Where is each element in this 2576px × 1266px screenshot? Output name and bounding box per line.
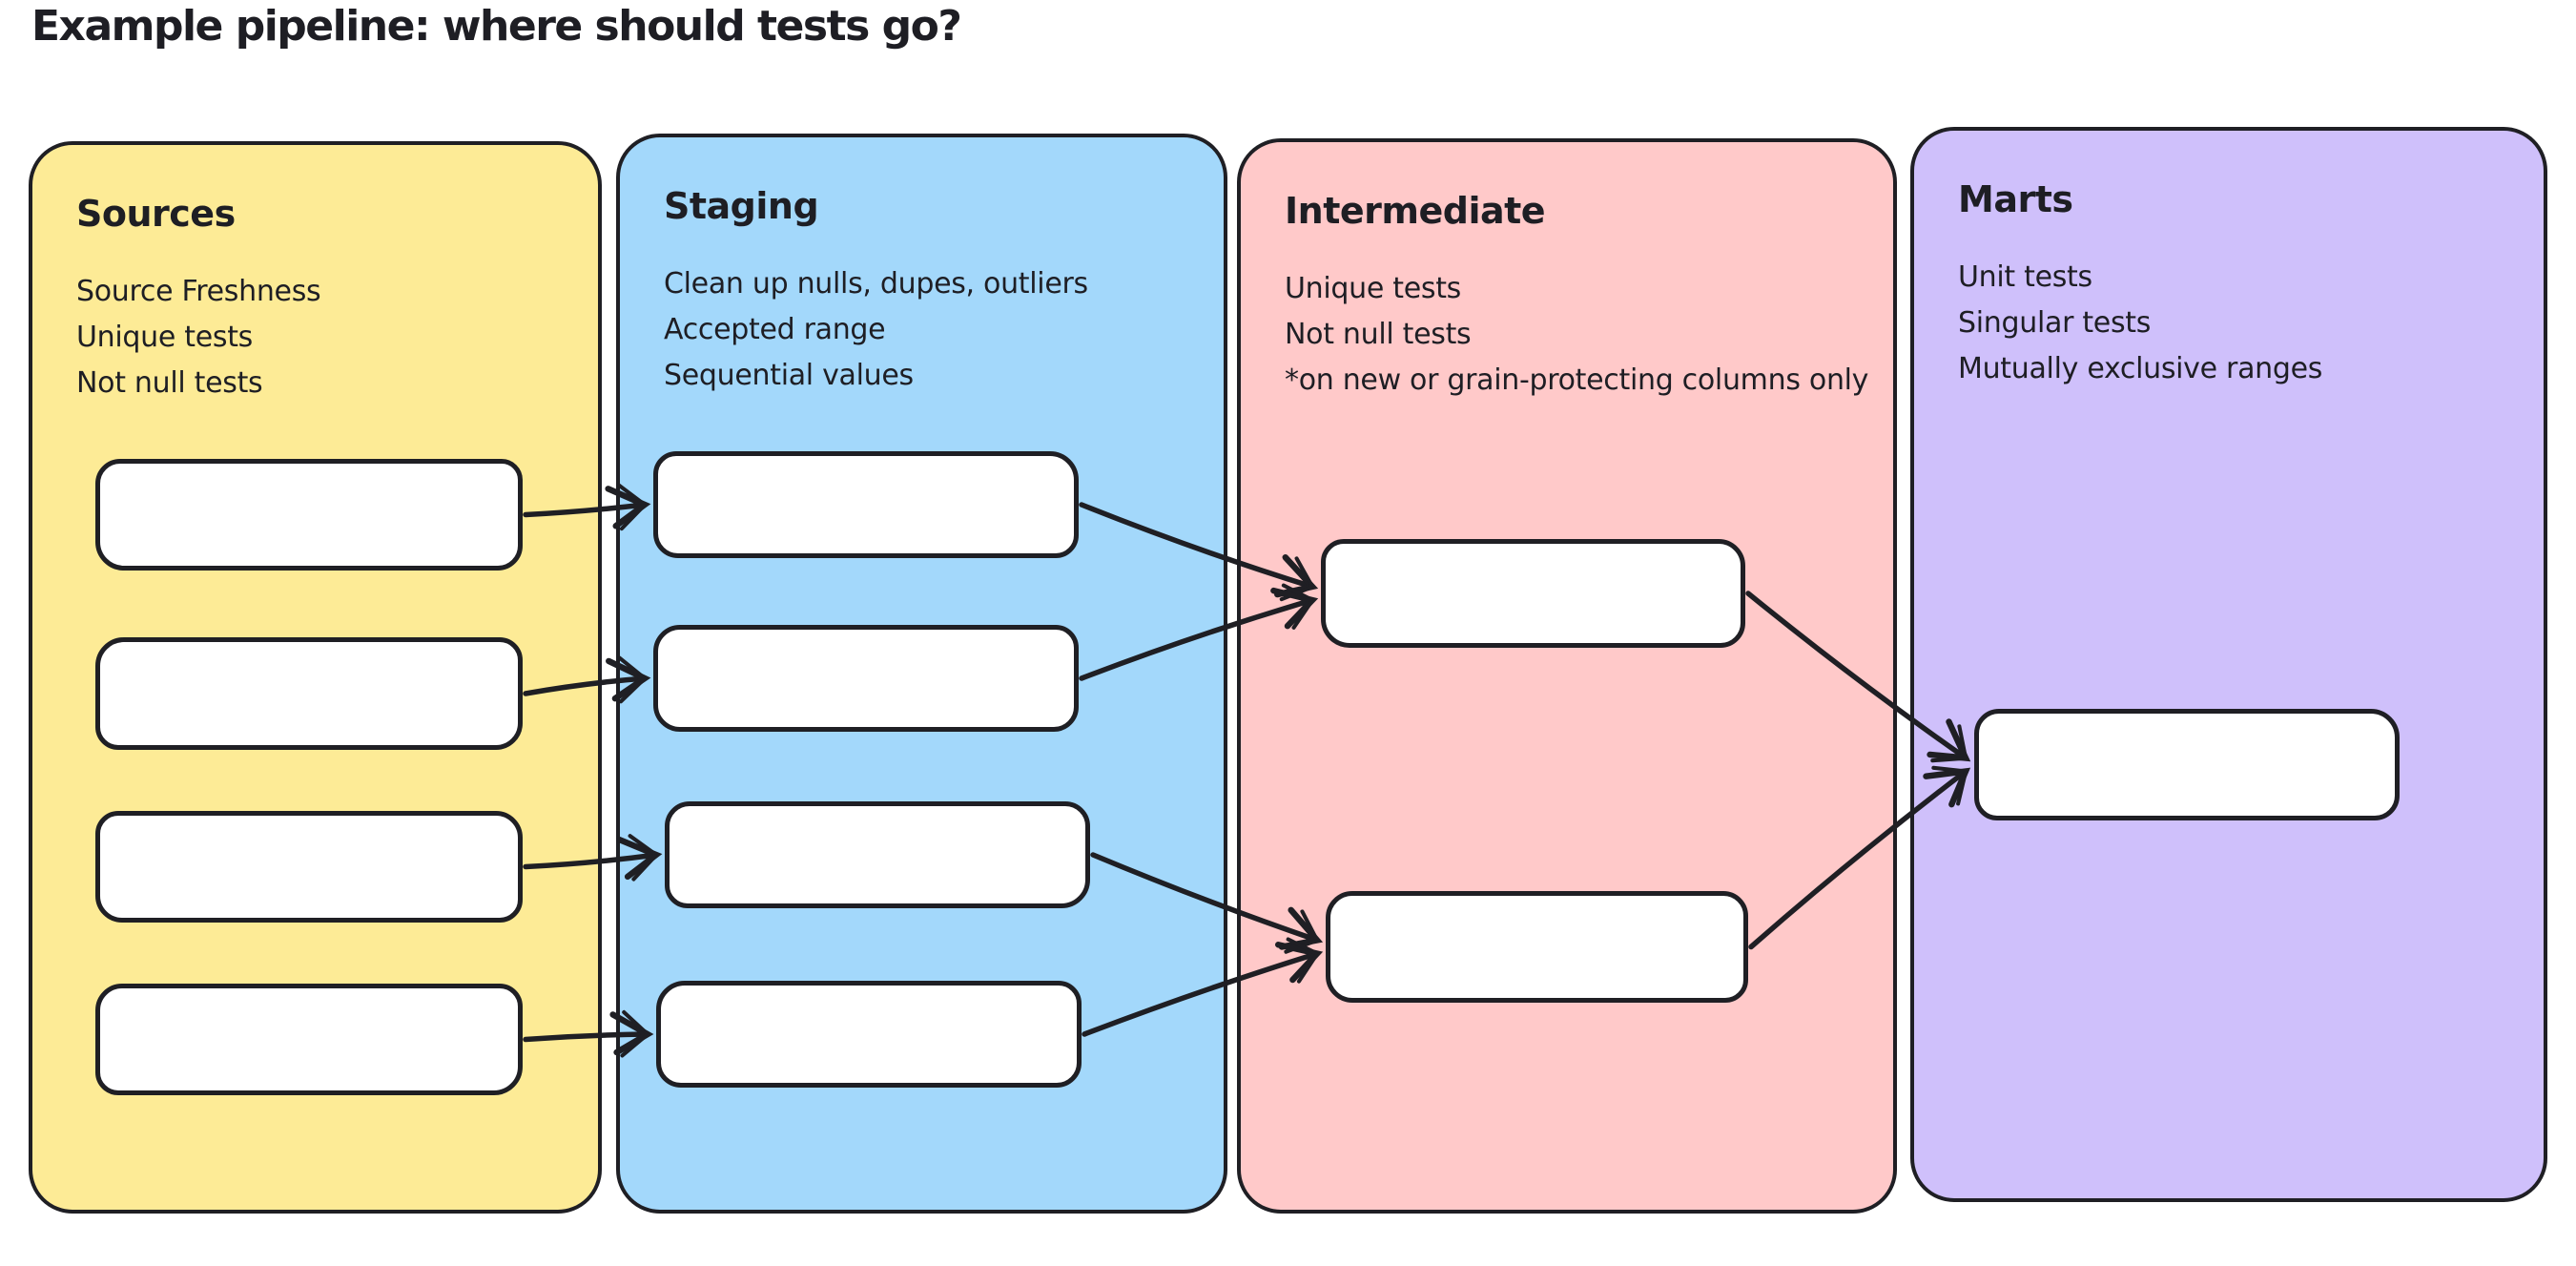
column-intermediate-notes: Unique tests Not null tests *on new or g…	[1285, 266, 1893, 404]
column-intermediate-title: Intermediate	[1285, 190, 1546, 232]
node-sources-1	[95, 459, 523, 571]
note: Accepted range	[664, 313, 886, 346]
node-intermediate-1	[1321, 539, 1745, 648]
node-marts-1	[1974, 709, 2400, 820]
column-marts-title: Marts	[1958, 178, 2073, 220]
note: Unique tests	[1285, 272, 1461, 305]
node-staging-3	[665, 801, 1090, 908]
page-title: Example pipeline: where should tests go?	[31, 2, 962, 51]
column-sources-notes: Source Freshness Unique tests Not null t…	[76, 269, 598, 406]
note: Mutually exclusive ranges	[1958, 352, 2323, 385]
note: Not null tests	[1285, 318, 1472, 351]
node-intermediate-2	[1326, 891, 1748, 1003]
column-staging-notes: Clean up nulls, dupes, outliers Accepted…	[664, 261, 1224, 399]
note: Sequential values	[664, 359, 914, 392]
node-staging-1	[653, 451, 1079, 558]
node-staging-2	[653, 625, 1079, 732]
column-marts-notes: Unit tests Singular tests Mutually exclu…	[1958, 255, 2544, 392]
column-sources-title: Sources	[76, 193, 236, 235]
note: Unit tests	[1958, 260, 2092, 294]
node-staging-4	[656, 981, 1082, 1088]
note: Not null tests	[76, 366, 263, 400]
note: Source Freshness	[76, 275, 321, 308]
note: *on new or grain-protecting columns only	[1285, 363, 1869, 397]
column-marts: Marts Unit tests Singular tests Mutually…	[1910, 127, 2547, 1202]
node-sources-4	[95, 984, 523, 1095]
column-staging-title: Staging	[664, 185, 819, 227]
note: Clean up nulls, dupes, outliers	[664, 267, 1088, 301]
note: Singular tests	[1958, 306, 2152, 340]
column-intermediate: Intermediate Unique tests Not null tests…	[1237, 138, 1897, 1214]
note: Unique tests	[76, 321, 253, 354]
node-sources-2	[95, 637, 523, 750]
node-sources-3	[95, 811, 523, 923]
